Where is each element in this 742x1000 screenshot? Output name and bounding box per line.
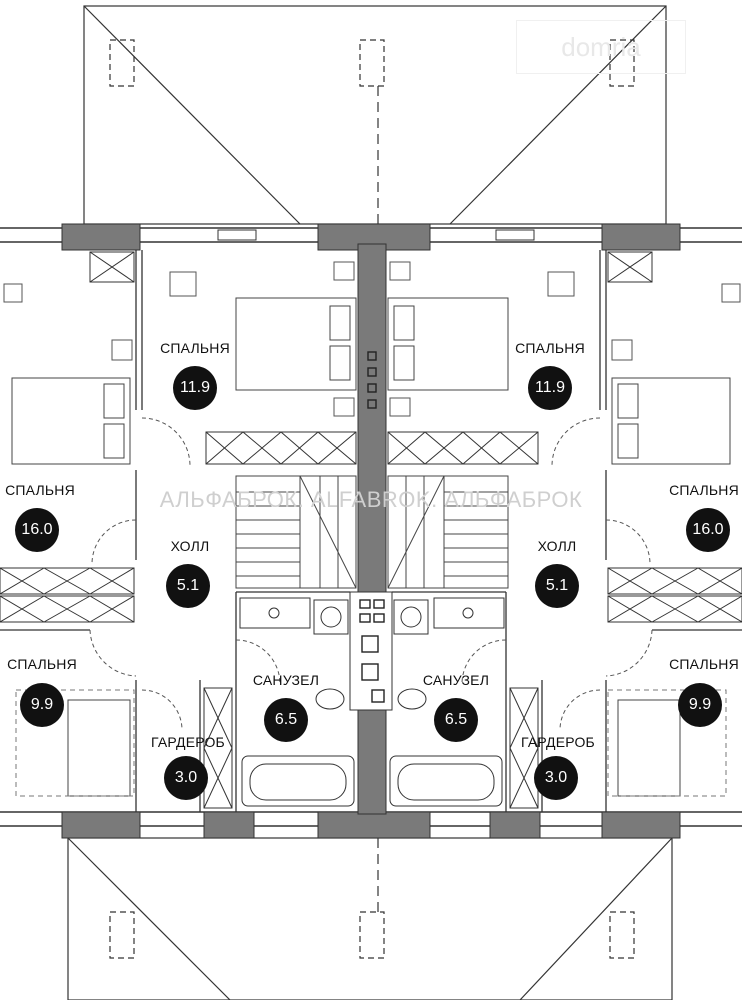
bedroom-area-badge-right-small: 9.9	[678, 683, 722, 727]
party-wall	[349, 243, 393, 815]
stair-rails	[205, 431, 539, 465]
bedroom-area-badge-right-center: 11.9	[528, 366, 572, 410]
bedroom-area-badge-right-big: 16.0	[686, 508, 730, 552]
bedroom-label-right-center: СПАЛЬНЯ	[515, 340, 585, 356]
bedroom-label-left-center: СПАЛЬНЯ	[160, 340, 230, 356]
bedroom-area-badge-left-small: 9.9	[20, 683, 64, 727]
logo: domria	[516, 20, 686, 74]
wardrobes	[0, 251, 742, 809]
bedroom-label-left-small: СПАЛЬНЯ	[7, 656, 77, 672]
bedroom-label-left-big: СПАЛЬНЯ	[5, 482, 75, 498]
bathroom-label-left: САНУЗЕЛ	[252, 672, 320, 688]
bathroom-label-right: САНУЗЕЛ	[422, 672, 490, 688]
door-swings	[89, 417, 653, 731]
hall-area-badge-left: 5.1	[166, 564, 210, 608]
bedroom-label-right-big: СПАЛЬНЯ	[669, 482, 739, 498]
hall-label-right: ХОЛЛ	[537, 538, 577, 554]
wardrobe-area-badge-left: 3.0	[164, 756, 208, 800]
wardrobe-label-right: ГАРДЕРОБ	[521, 734, 595, 750]
bathroom-fixtures	[239, 597, 505, 807]
windows	[217, 229, 535, 241]
bedroom-area-badge-left-center: 11.9	[173, 366, 217, 410]
partitions	[0, 250, 742, 812]
furniture	[3, 261, 741, 417]
beds	[11, 297, 731, 797]
hall-label-left: ХОЛЛ	[170, 538, 210, 554]
hall-area-badge-right: 5.1	[535, 564, 579, 608]
bathroom-area-badge-left: 6.5	[264, 698, 308, 742]
roof-bottom	[67, 837, 673, 1000]
watermark: АЛЬФАБРОК. ALFABROK. АЛЬФАБРОК	[159, 487, 583, 512]
dashed-outlines	[15, 689, 727, 797]
wardrobe-label-left: ГАРДЕРОБ	[151, 734, 225, 750]
staircases	[235, 475, 509, 589]
bedroom-label-right-small: СПАЛЬНЯ	[669, 656, 739, 672]
bedroom-area-badge-left-big: 16.0	[15, 508, 59, 552]
shaft-boxes	[359, 351, 385, 703]
bathroom-area-badge-right: 6.5	[434, 698, 478, 742]
wardrobe-area-badge-right: 3.0	[534, 756, 578, 800]
